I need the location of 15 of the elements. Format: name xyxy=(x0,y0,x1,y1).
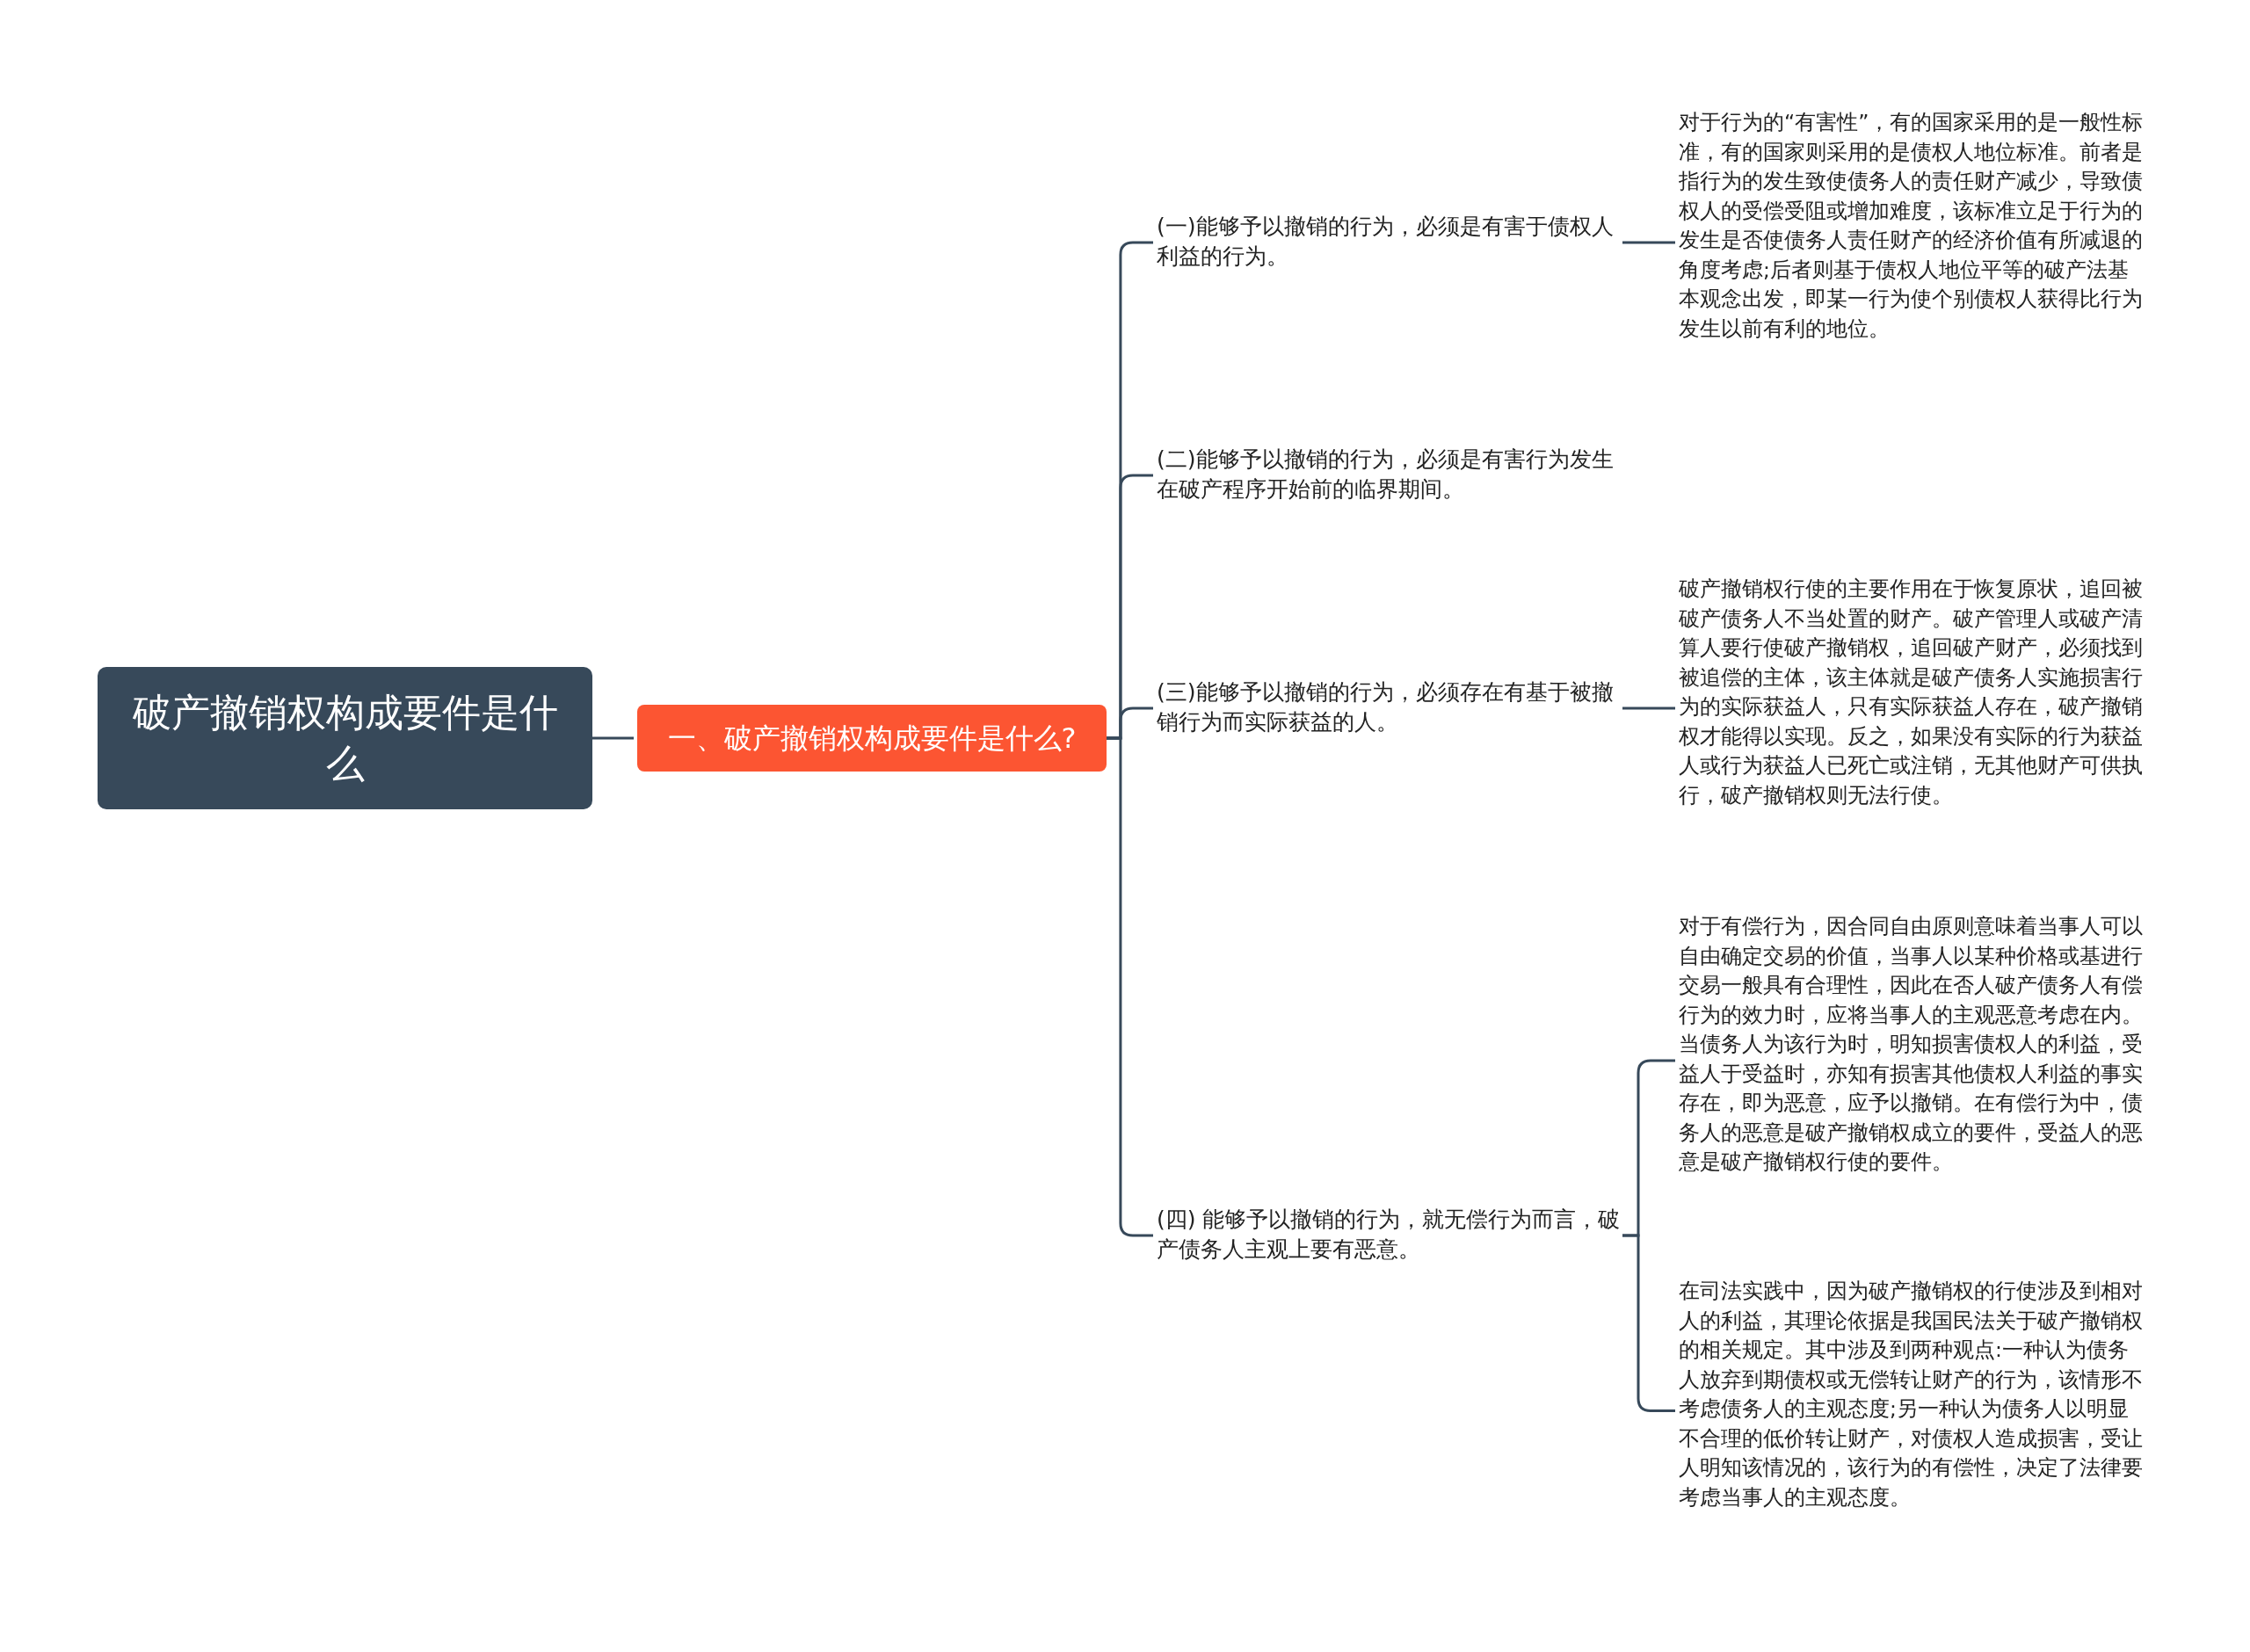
connector-line xyxy=(1622,1234,1675,1412)
root-topic-box: 破产撤销权构成要件是什么 xyxy=(98,667,592,809)
topic-box: 一、破产撤销权构成要件是什么? xyxy=(637,705,1107,772)
topic-text: (三)能够予以撤销的行为，必须存在有基于被撤销行为而实际获益的人。 xyxy=(1157,677,1622,739)
connector-line xyxy=(1622,241,1675,244)
topic-text: (一)能够予以撤销的行为，必须是有害于债权人利益的行为。 xyxy=(1157,212,1622,273)
detail-text: 对于行为的“有害性”，有的国家采用的是一般性标准，有的国家则采用的是债权人地位标准。前者是指行为的发生致使债务人的责任财产减少，导致债权人的受偿受阻或增加难度，该标准立足于行为的发生是否使债务人责任财产的经济价值有所减退的角度考虑;后者则基于债权人地位平等的破产法基本观念出发，即某一行为使个别债权人获得比行为发生以前有利的地位。 xyxy=(1679,108,2149,376)
detail-text: 破产撤销权行使的主要作用在于恢复原状，追回被破产债务人不当处置的财产。破产管理人或破产清算人要行使破产撤销权，追回破产财产，必须找到被追偿的主体，该主体就是破产债务人实施损害行为的实际获益人，只有实际获益人存在，破产撤销权才能得以实现。反之，如果没有实际的行为获益人或行为获益人已死亡或注销，无其他财产可供执行，破产撤销权则无法行使。 xyxy=(1679,575,2149,843)
connector-line xyxy=(1622,706,1675,710)
topic-text: (四) 能够予以撤销的行为，就无偿行为而言，破产债务人主观上要有恶意。 xyxy=(1157,1205,1622,1266)
detail-text: 对于有偿行为，因合同自由原则意味着当事人可以自由确定交易的价值，当事人以某种价格或基进行交易一般具有合理性，因此在否人破产债务人有偿行为的效力时，应将当事人的主观恶意考虑在内。当债务人为该行为时，明知损害债权人的利益，受益人于受益时，亦知有损害其他债权人利益的事实存在，即为恶意，应予以撤销。在有偿行为中，债务人的恶意是破产撤销权成立的要件，受益人的恶意是破产撤销权行使的要件。 xyxy=(1679,912,2149,1209)
connector-line xyxy=(592,736,634,740)
topic-text: (二)能够予以撤销的行为，必须是有害行为发生在破产程序开始前的临界期间。 xyxy=(1157,445,1622,506)
connector-line xyxy=(1107,736,1153,1237)
detail-text: 在司法实践中，因为破产撤销权的行使涉及到相对人的利益，其理论依据是我国民法关于破产撤销权的相关规定。其中涉及到两种观点:一种认为债务人放弃到期债权或无偿转让财产的行为，该情形不考虑债务人的主观态度;另一种认为债务人以明显不合理的低价转让财产，对债权人造成损害，受让人明知该情况的，该行为的有偿性，决定了法律要考虑当事人的主观态度。 xyxy=(1679,1277,2149,1545)
